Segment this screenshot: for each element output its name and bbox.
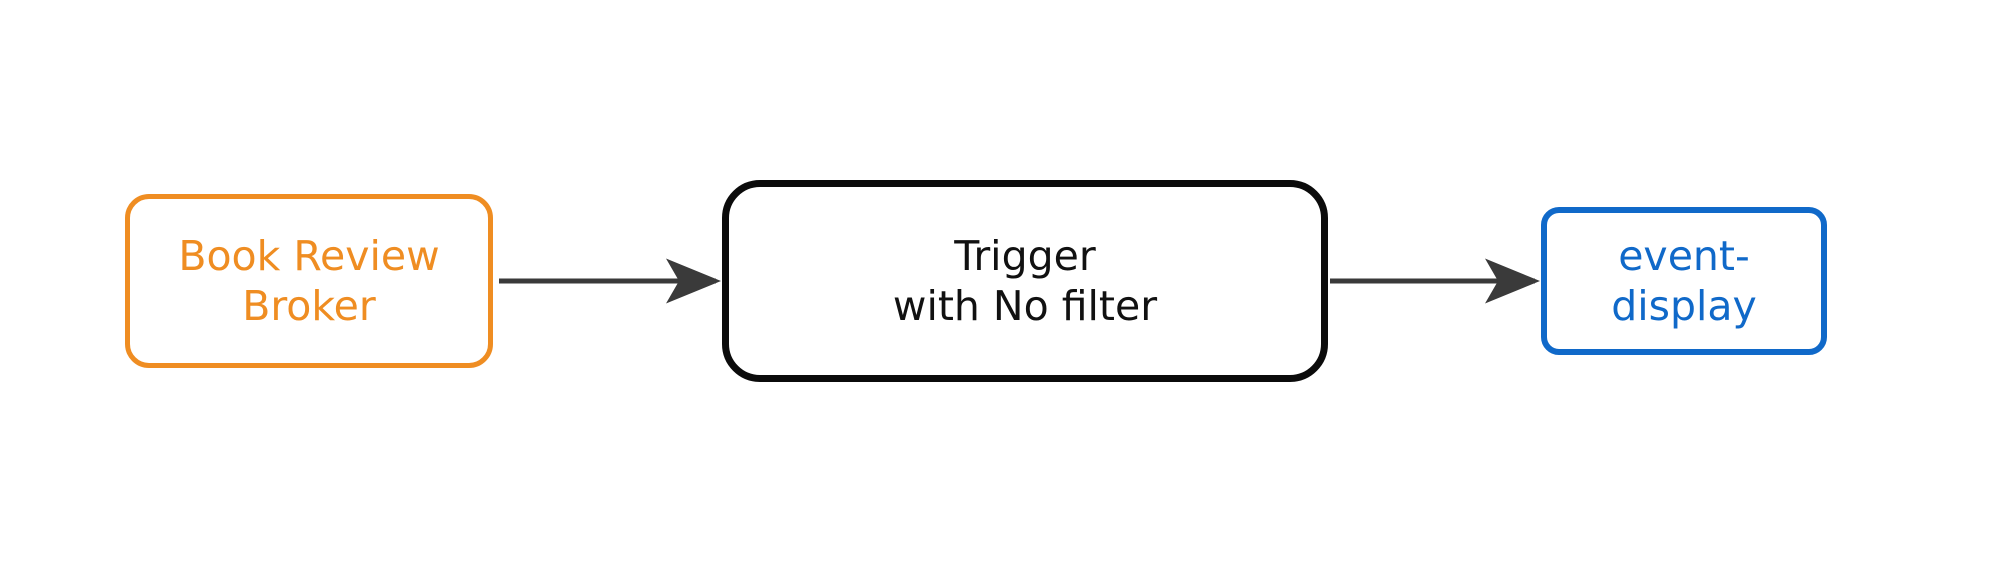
node-book-review-broker[interactable]: Book Review Broker [125, 194, 493, 368]
node-trigger-with-no-filter[interactable]: Trigger with No filter [722, 180, 1328, 382]
edge-trigger-to-sink [1330, 258, 1540, 304]
node-trigger-with-no-filter-label: Trigger with No filter [892, 231, 1158, 330]
node-book-review-broker-label: Book Review Broker [178, 231, 440, 330]
node-event-display[interactable]: event-display [1541, 207, 1827, 355]
node-event-display-label: event-display [1611, 231, 1757, 330]
edge-broker-to-trigger [499, 258, 721, 304]
